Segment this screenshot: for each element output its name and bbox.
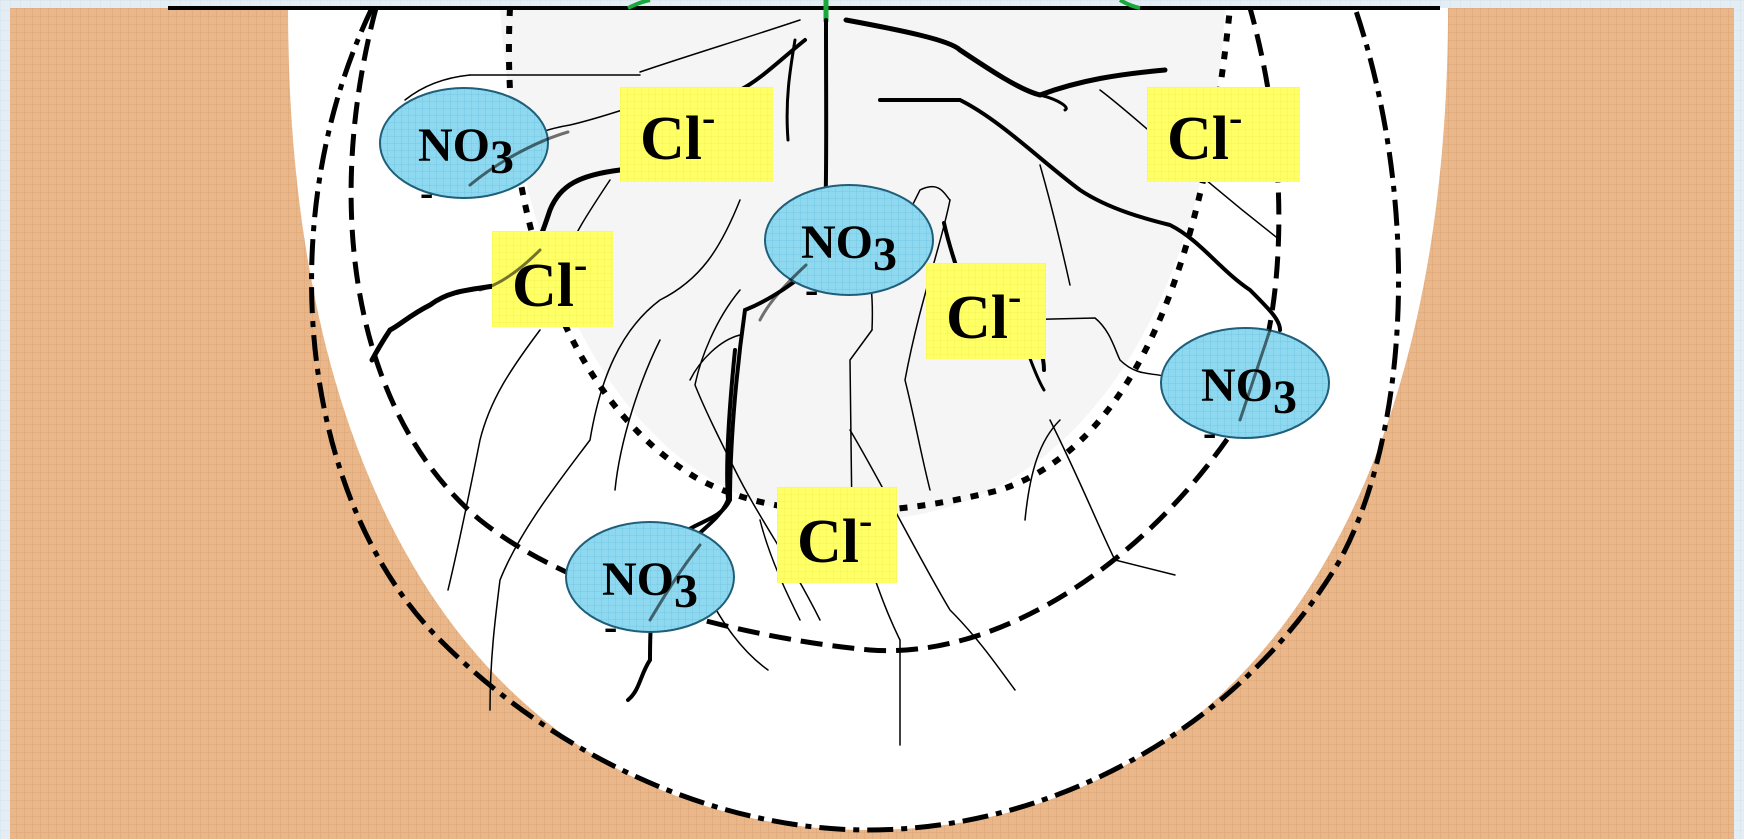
root-overlay xyxy=(468,130,1272,622)
fine-root xyxy=(734,469,821,621)
root-branch xyxy=(1038,93,1068,112)
fine-root xyxy=(849,429,1016,691)
zone-boundaries xyxy=(309,6,1402,833)
nitrate-formula: NO3 xyxy=(418,119,514,184)
root-overlap xyxy=(468,130,570,187)
chloride-formula: Cl- xyxy=(640,95,715,173)
nitrate-bubble xyxy=(764,184,934,296)
nitrate-ion: NO3 - xyxy=(379,87,549,215)
fine-root xyxy=(1049,419,1176,576)
fine-root xyxy=(447,329,541,591)
fine-root xyxy=(1039,164,1071,286)
fine-root xyxy=(614,339,661,491)
chloride-box xyxy=(620,87,773,182)
root-overlap xyxy=(1238,328,1272,422)
root-overlap xyxy=(478,248,542,292)
chloride-formula: Cl- xyxy=(946,274,1021,352)
nitrate-bubble xyxy=(565,521,735,633)
chloride-box xyxy=(492,231,613,327)
leaf-left xyxy=(627,0,651,10)
root-overlap xyxy=(648,543,702,622)
chloride-formula: Cl- xyxy=(1167,95,1242,173)
nitrate-charge: - xyxy=(420,170,433,215)
fine-root xyxy=(899,185,951,231)
nitrate-bubble xyxy=(1160,327,1330,439)
nitrate-ion: NO3 - xyxy=(1160,327,1330,455)
fine-root xyxy=(904,199,951,491)
chloride-formula: Cl- xyxy=(797,498,872,576)
nitrate-formula: NO3 xyxy=(801,216,897,281)
chloride-ion: Cl- xyxy=(492,231,613,327)
nitrate-bubble xyxy=(379,87,549,199)
root-branch xyxy=(843,17,1168,98)
fine-root xyxy=(489,199,741,711)
root-overlap xyxy=(758,263,808,322)
chloride-box xyxy=(777,487,897,583)
fine-root xyxy=(1009,317,1171,381)
chloride-ion: Cl- xyxy=(1147,87,1300,182)
chloride-box xyxy=(1147,87,1300,182)
nitrate-charge: - xyxy=(604,604,617,649)
fine-root xyxy=(694,289,741,471)
chloride-box xyxy=(926,263,1046,359)
chloride-ion: Cl- xyxy=(777,487,897,583)
chloride-ion: Cl- xyxy=(926,263,1046,359)
root-branch xyxy=(878,98,1282,332)
middle-boundary xyxy=(348,7,1282,654)
fine-root xyxy=(404,74,471,101)
nitrate-charge: - xyxy=(805,267,818,312)
leaf-right xyxy=(1118,0,1141,10)
fine-root xyxy=(689,334,741,381)
inner-boundary xyxy=(505,7,1233,515)
outer-boundary xyxy=(309,6,1402,833)
root-branch xyxy=(369,167,623,363)
chloride-ion: Cl- xyxy=(620,87,773,182)
fine-root xyxy=(639,19,801,73)
nitrate-ion: NO3 - xyxy=(764,184,934,312)
nitrate-charge: - xyxy=(1203,410,1216,455)
fine-root xyxy=(1024,419,1061,521)
nitrate-formula: NO3 xyxy=(1201,359,1297,424)
chloride-formula: Cl- xyxy=(512,242,587,320)
